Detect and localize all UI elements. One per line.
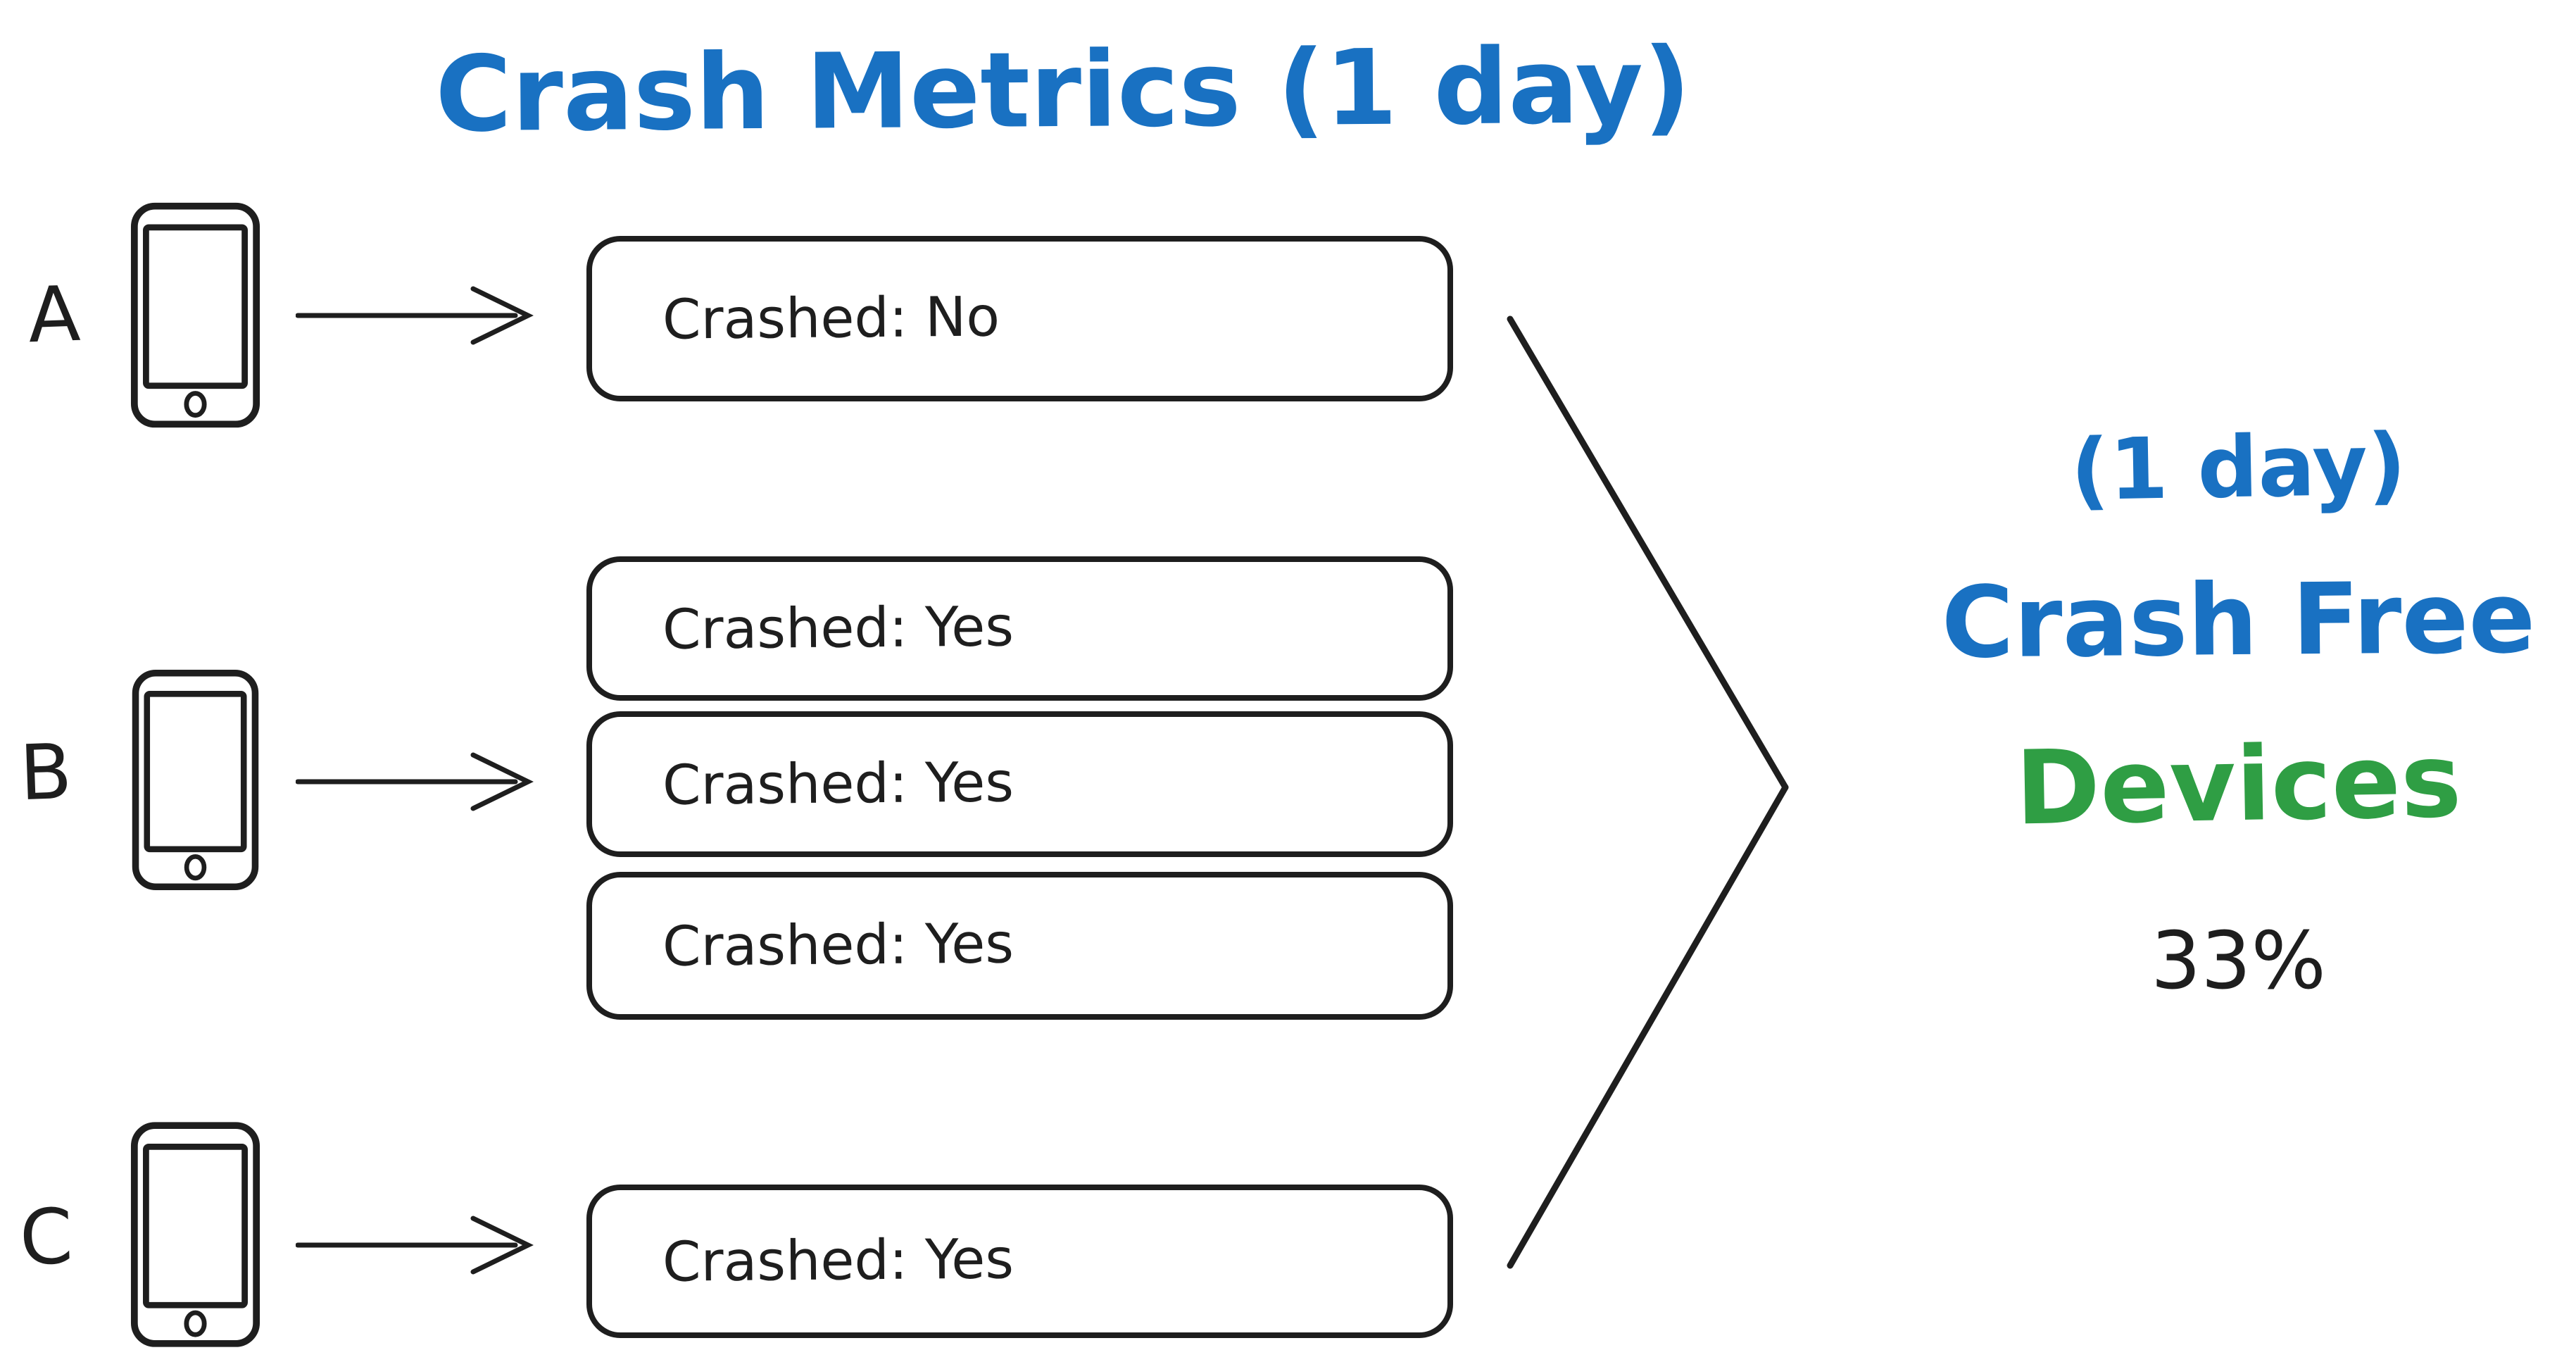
crash-report-text: Crashed: Yes (662, 750, 1014, 818)
crash-report-text: Crashed: Yes (662, 594, 1014, 662)
crash-report-box: Crashed: Yes (586, 1185, 1453, 1338)
result-metric-name: Crash Free (1940, 561, 2537, 681)
crash-report-text: Crashed: Yes (662, 912, 1014, 979)
smartphone-icon (130, 669, 260, 891)
right-arrow-icon (295, 748, 535, 816)
crash-report-text: Crashed: Yes (662, 1227, 1014, 1294)
device-label-c: C (18, 1192, 75, 1283)
crash-report-box: Crashed: Yes (586, 711, 1453, 857)
result-percentage: 33% (2151, 916, 2326, 1007)
merge-chevron-icon (1498, 306, 1802, 1282)
crash-report-box: Crashed: Yes (586, 872, 1453, 1020)
result-metric-subject: Devices (2014, 721, 2463, 849)
crash-report-box: Crashed: Yes (586, 556, 1453, 701)
smartphone-icon (130, 1118, 260, 1351)
crash-report-box: Crashed: No (586, 236, 1453, 401)
device-label-a: A (26, 270, 82, 361)
right-arrow-icon (295, 282, 535, 349)
result-period: (1 day) (2070, 416, 2407, 520)
result-block: (1 day) Crash Free Devices 33% (1901, 394, 2576, 1099)
page-title: Crash Metrics (1 day) (434, 25, 1692, 156)
smartphone-icon (130, 201, 260, 430)
right-arrow-icon (295, 1211, 535, 1279)
crash-report-text: Crashed: No (662, 285, 1000, 352)
device-label-b: B (18, 727, 74, 818)
